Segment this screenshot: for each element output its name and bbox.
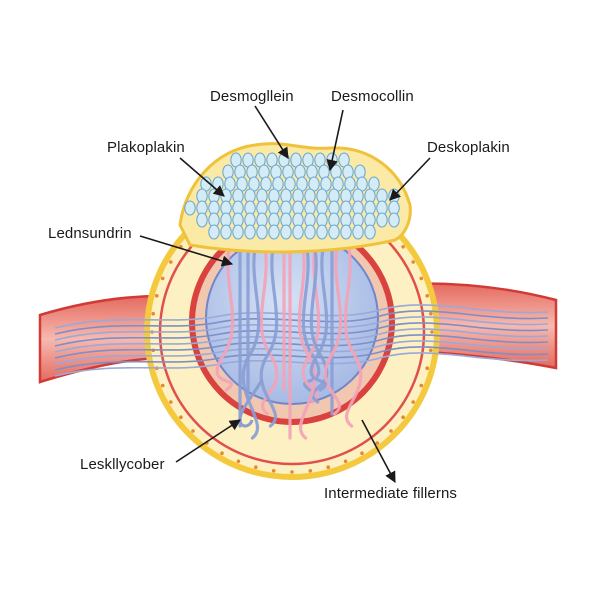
vesicle bbox=[256, 224, 268, 240]
vesicle bbox=[184, 200, 196, 216]
rim-dot bbox=[160, 276, 165, 281]
rim-dot bbox=[220, 451, 224, 456]
vesicle bbox=[364, 224, 376, 240]
horizontal-filament bbox=[54, 346, 549, 371]
vesicle bbox=[328, 224, 340, 240]
vesicle bbox=[292, 224, 304, 240]
intermediate-filament bbox=[309, 233, 329, 392]
rim-dot bbox=[425, 294, 430, 298]
rim-dot bbox=[401, 415, 405, 420]
rim-dot bbox=[401, 245, 405, 249]
rim-dot bbox=[411, 400, 416, 404]
rim-dot bbox=[236, 459, 241, 464]
vesicle bbox=[352, 224, 364, 240]
vesicle bbox=[232, 224, 244, 240]
rim-dot bbox=[179, 415, 183, 420]
rim-dot bbox=[169, 260, 173, 264]
label-desmocollin: Desmocollin bbox=[331, 88, 414, 105]
rim-dot bbox=[151, 311, 155, 316]
rim-dot bbox=[360, 451, 364, 456]
intermediate-filament bbox=[259, 233, 279, 416]
vesicle bbox=[268, 224, 280, 240]
leader-desmoglein bbox=[254, 105, 289, 159]
rim-dot bbox=[254, 465, 258, 470]
rim-dot bbox=[425, 366, 430, 371]
leader-lednsundrin bbox=[139, 235, 234, 267]
horizontal-filament bbox=[54, 334, 549, 359]
leader-plakoplakin bbox=[179, 157, 225, 197]
intermediate-filament bbox=[215, 233, 235, 392]
label-desmoglein: Desmogllein bbox=[210, 88, 294, 105]
rim-dot bbox=[375, 441, 380, 445]
vesicle bbox=[244, 224, 256, 240]
label-plakoplakin: Plakoplakin bbox=[107, 139, 185, 156]
leader-desmocollin bbox=[326, 109, 344, 172]
label-intermediate-filaments: Intermediate fillerns bbox=[324, 485, 457, 502]
rim-dot bbox=[389, 429, 393, 433]
rim-dot bbox=[429, 348, 433, 353]
intermediate-filament bbox=[259, 233, 279, 428]
rim-dot bbox=[411, 260, 416, 264]
rim-dot bbox=[271, 469, 276, 473]
leader-leskllycober bbox=[175, 419, 241, 463]
intermediate-filament bbox=[309, 233, 329, 404]
horizontal-filament bbox=[54, 340, 549, 365]
rim-dot bbox=[290, 470, 294, 474]
label-lednsundrin: Lednsundrin bbox=[48, 225, 132, 242]
intermediate-filament bbox=[297, 233, 317, 440]
intermediate-filaments bbox=[215, 233, 363, 440]
vesicle bbox=[220, 224, 232, 240]
vesicle bbox=[304, 224, 316, 240]
rim-dot bbox=[419, 276, 424, 281]
rim-dot bbox=[160, 383, 165, 388]
rim-dot bbox=[308, 469, 313, 473]
intermediate-filament bbox=[343, 233, 363, 428]
rim-dot bbox=[155, 294, 159, 298]
rim-dot bbox=[326, 465, 331, 470]
rim-dot bbox=[419, 383, 424, 388]
intermediate-filament bbox=[241, 233, 261, 440]
rim-dot bbox=[191, 429, 195, 433]
vesicle bbox=[196, 212, 208, 228]
rim-dot bbox=[343, 459, 348, 464]
vesicle bbox=[208, 224, 220, 240]
label-deskoplakin: Deskoplakin bbox=[427, 139, 510, 156]
intermediate-filament bbox=[323, 233, 343, 416]
vesicle bbox=[376, 212, 388, 228]
desmoglein-vesicle-cluster bbox=[184, 152, 400, 240]
vesicle bbox=[280, 224, 292, 240]
horizontal-filament bbox=[54, 352, 549, 377]
rim-dot bbox=[429, 311, 433, 316]
vesicle bbox=[316, 224, 328, 240]
vesicle bbox=[388, 212, 400, 228]
rim-dot bbox=[430, 330, 434, 334]
leader-deskoplakin bbox=[389, 157, 431, 201]
vesicle bbox=[340, 224, 352, 240]
leader-intermediate bbox=[361, 419, 396, 483]
rim-dot bbox=[169, 400, 173, 404]
label-leskllycober: Leskllycober bbox=[80, 456, 165, 473]
